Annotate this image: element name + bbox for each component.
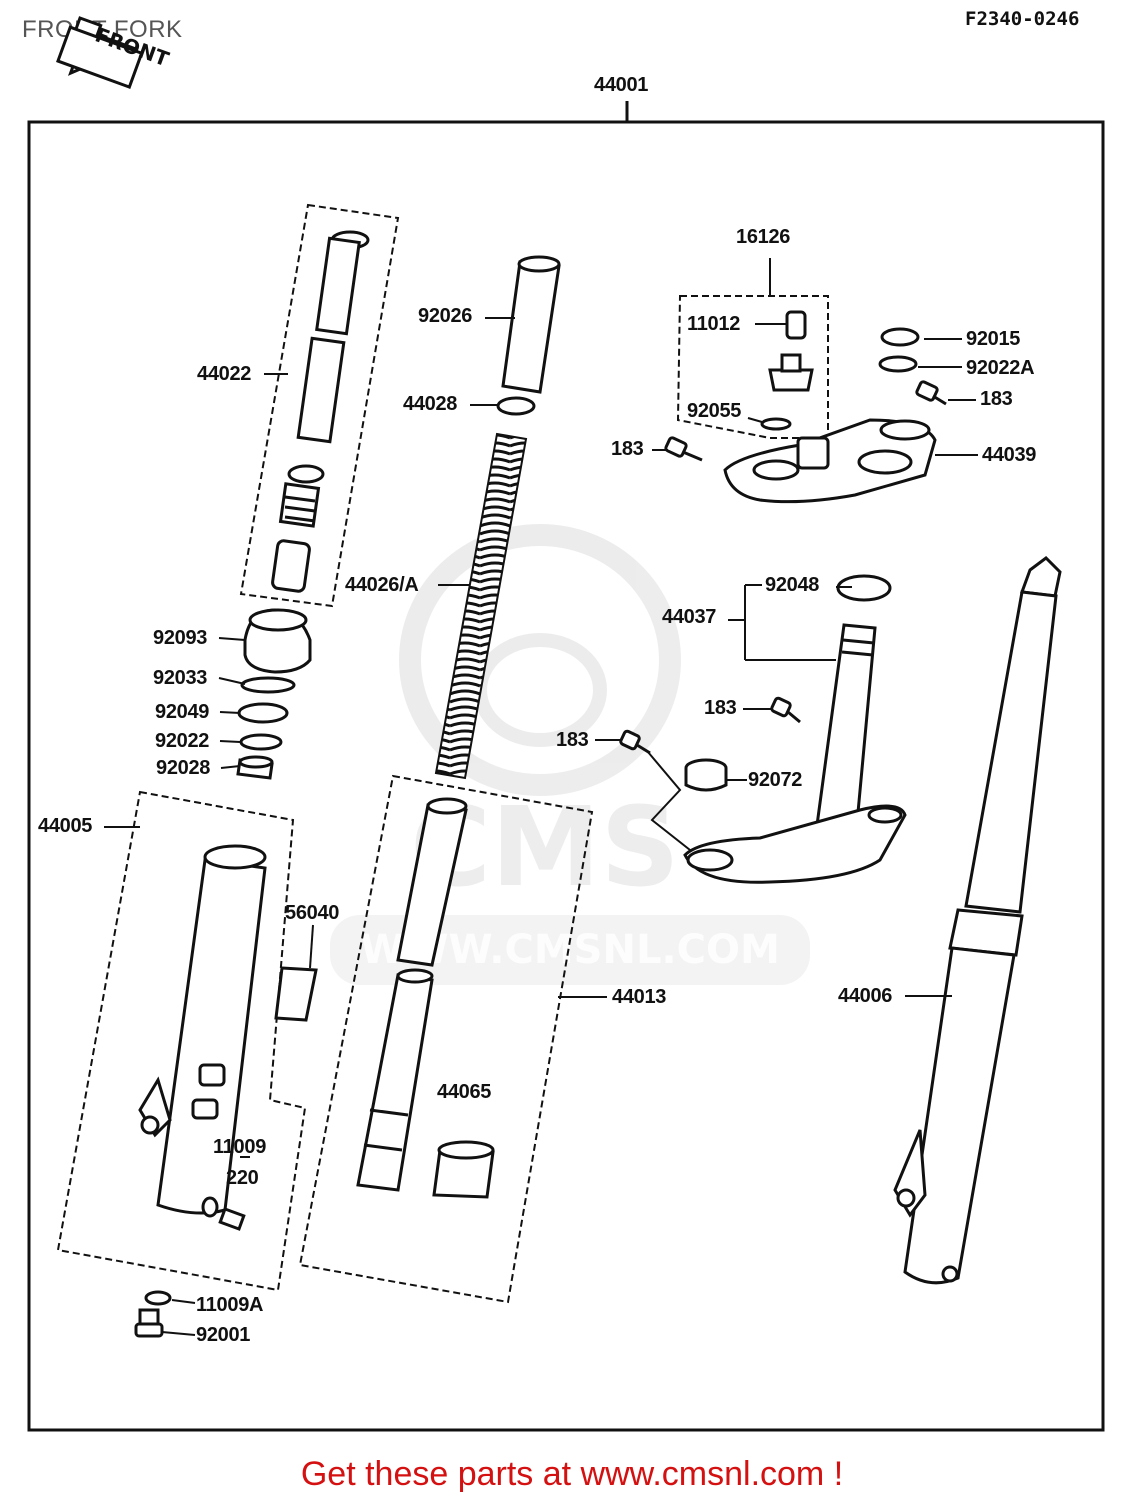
stem-nut: [760, 310, 814, 431]
part-label-44037[interactable]: 44037: [662, 606, 717, 628]
part-label-92048[interactable]: 92048: [765, 574, 820, 596]
subframe-44013: [298, 774, 594, 1304]
footer-link-container: Get these parts at www.cmsnl.com !: [0, 1455, 1144, 1494]
part-label-92049[interactable]: 92049: [155, 701, 210, 723]
assembly-frame: [27, 120, 1105, 1432]
stem-lower-bracket: [683, 574, 907, 884]
part-label-44022[interactable]: 44022: [197, 363, 252, 385]
spacer-tube: [501, 255, 561, 394]
part-label-44013[interactable]: 44013: [612, 986, 667, 1008]
inner-tube: [356, 797, 468, 1192]
part-label-44028[interactable]: 44028: [403, 393, 458, 415]
part-label-92028[interactable]: 92028: [156, 757, 211, 779]
part-label-44065[interactable]: 44065: [437, 1081, 492, 1103]
front-arrow-icon: [56, 16, 144, 89]
part-label-183-b[interactable]: 183: [980, 388, 1013, 410]
part-label-92022a[interactable]: 92022A: [966, 357, 1035, 379]
part-label-44026a[interactable]: 44026/A: [345, 574, 419, 596]
assembly-number: 44001: [594, 74, 649, 96]
damper-rod-assembly: [271, 230, 370, 593]
clamp-92072: [684, 758, 728, 792]
bushing-44065: [432, 1140, 495, 1199]
upper-bracket: [723, 418, 937, 504]
part-label-220[interactable]: 220: [226, 1167, 259, 1189]
part-label-56040[interactable]: 56040: [285, 902, 340, 924]
part-label-16126[interactable]: 16126: [736, 226, 791, 248]
part-label-11012[interactable]: 11012: [687, 313, 741, 335]
subframe-44005: [56, 790, 307, 1292]
part-label-44006[interactable]: 44006: [838, 985, 893, 1007]
sleeve-56040: [274, 966, 318, 1022]
oil-seal-stack: [236, 608, 312, 780]
part-label-11009[interactable]: 11009: [213, 1136, 267, 1158]
part-label-183-d[interactable]: 183: [556, 729, 589, 751]
part-label-92026[interactable]: 92026: [418, 305, 473, 327]
part-label-92022[interactable]: 92022: [155, 730, 210, 752]
part-label-92055[interactable]: 92055: [687, 400, 742, 422]
bolts-183-lower: [619, 696, 801, 755]
part-label-183-a[interactable]: 183: [611, 438, 644, 460]
footer-parts-link[interactable]: Get these parts at www.cmsnl.com !: [300, 1455, 844, 1493]
washer-44028: [496, 396, 536, 416]
washers-92015-92022A: [878, 327, 920, 373]
subframe-44022: [239, 203, 400, 608]
part-label-11009a[interactable]: 11009A: [196, 1294, 264, 1316]
part-label-92033[interactable]: 92033: [153, 667, 208, 689]
part-label-92001[interactable]: 92001: [196, 1324, 251, 1346]
part-label-92072[interactable]: 92072: [748, 769, 803, 791]
part-label-183-c[interactable]: 183: [704, 697, 737, 719]
bolts-183-upper: [664, 380, 947, 462]
diagram-code: F2340-0246: [965, 8, 1080, 30]
bottom-bolt-set: [134, 1290, 172, 1338]
watermark-logo: [330, 524, 810, 985]
part-label-44005[interactable]: 44005: [38, 815, 93, 837]
fork-leg-right: [893, 556, 1062, 1285]
fork-spring: [434, 432, 528, 780]
leader-lines: [104, 317, 978, 1336]
part-label-92015[interactable]: 92015: [966, 328, 1021, 350]
drain-bolt-220: [201, 1196, 246, 1231]
part-label-44039[interactable]: 44039: [982, 444, 1037, 466]
part-label-92093[interactable]: 92093: [153, 627, 208, 649]
